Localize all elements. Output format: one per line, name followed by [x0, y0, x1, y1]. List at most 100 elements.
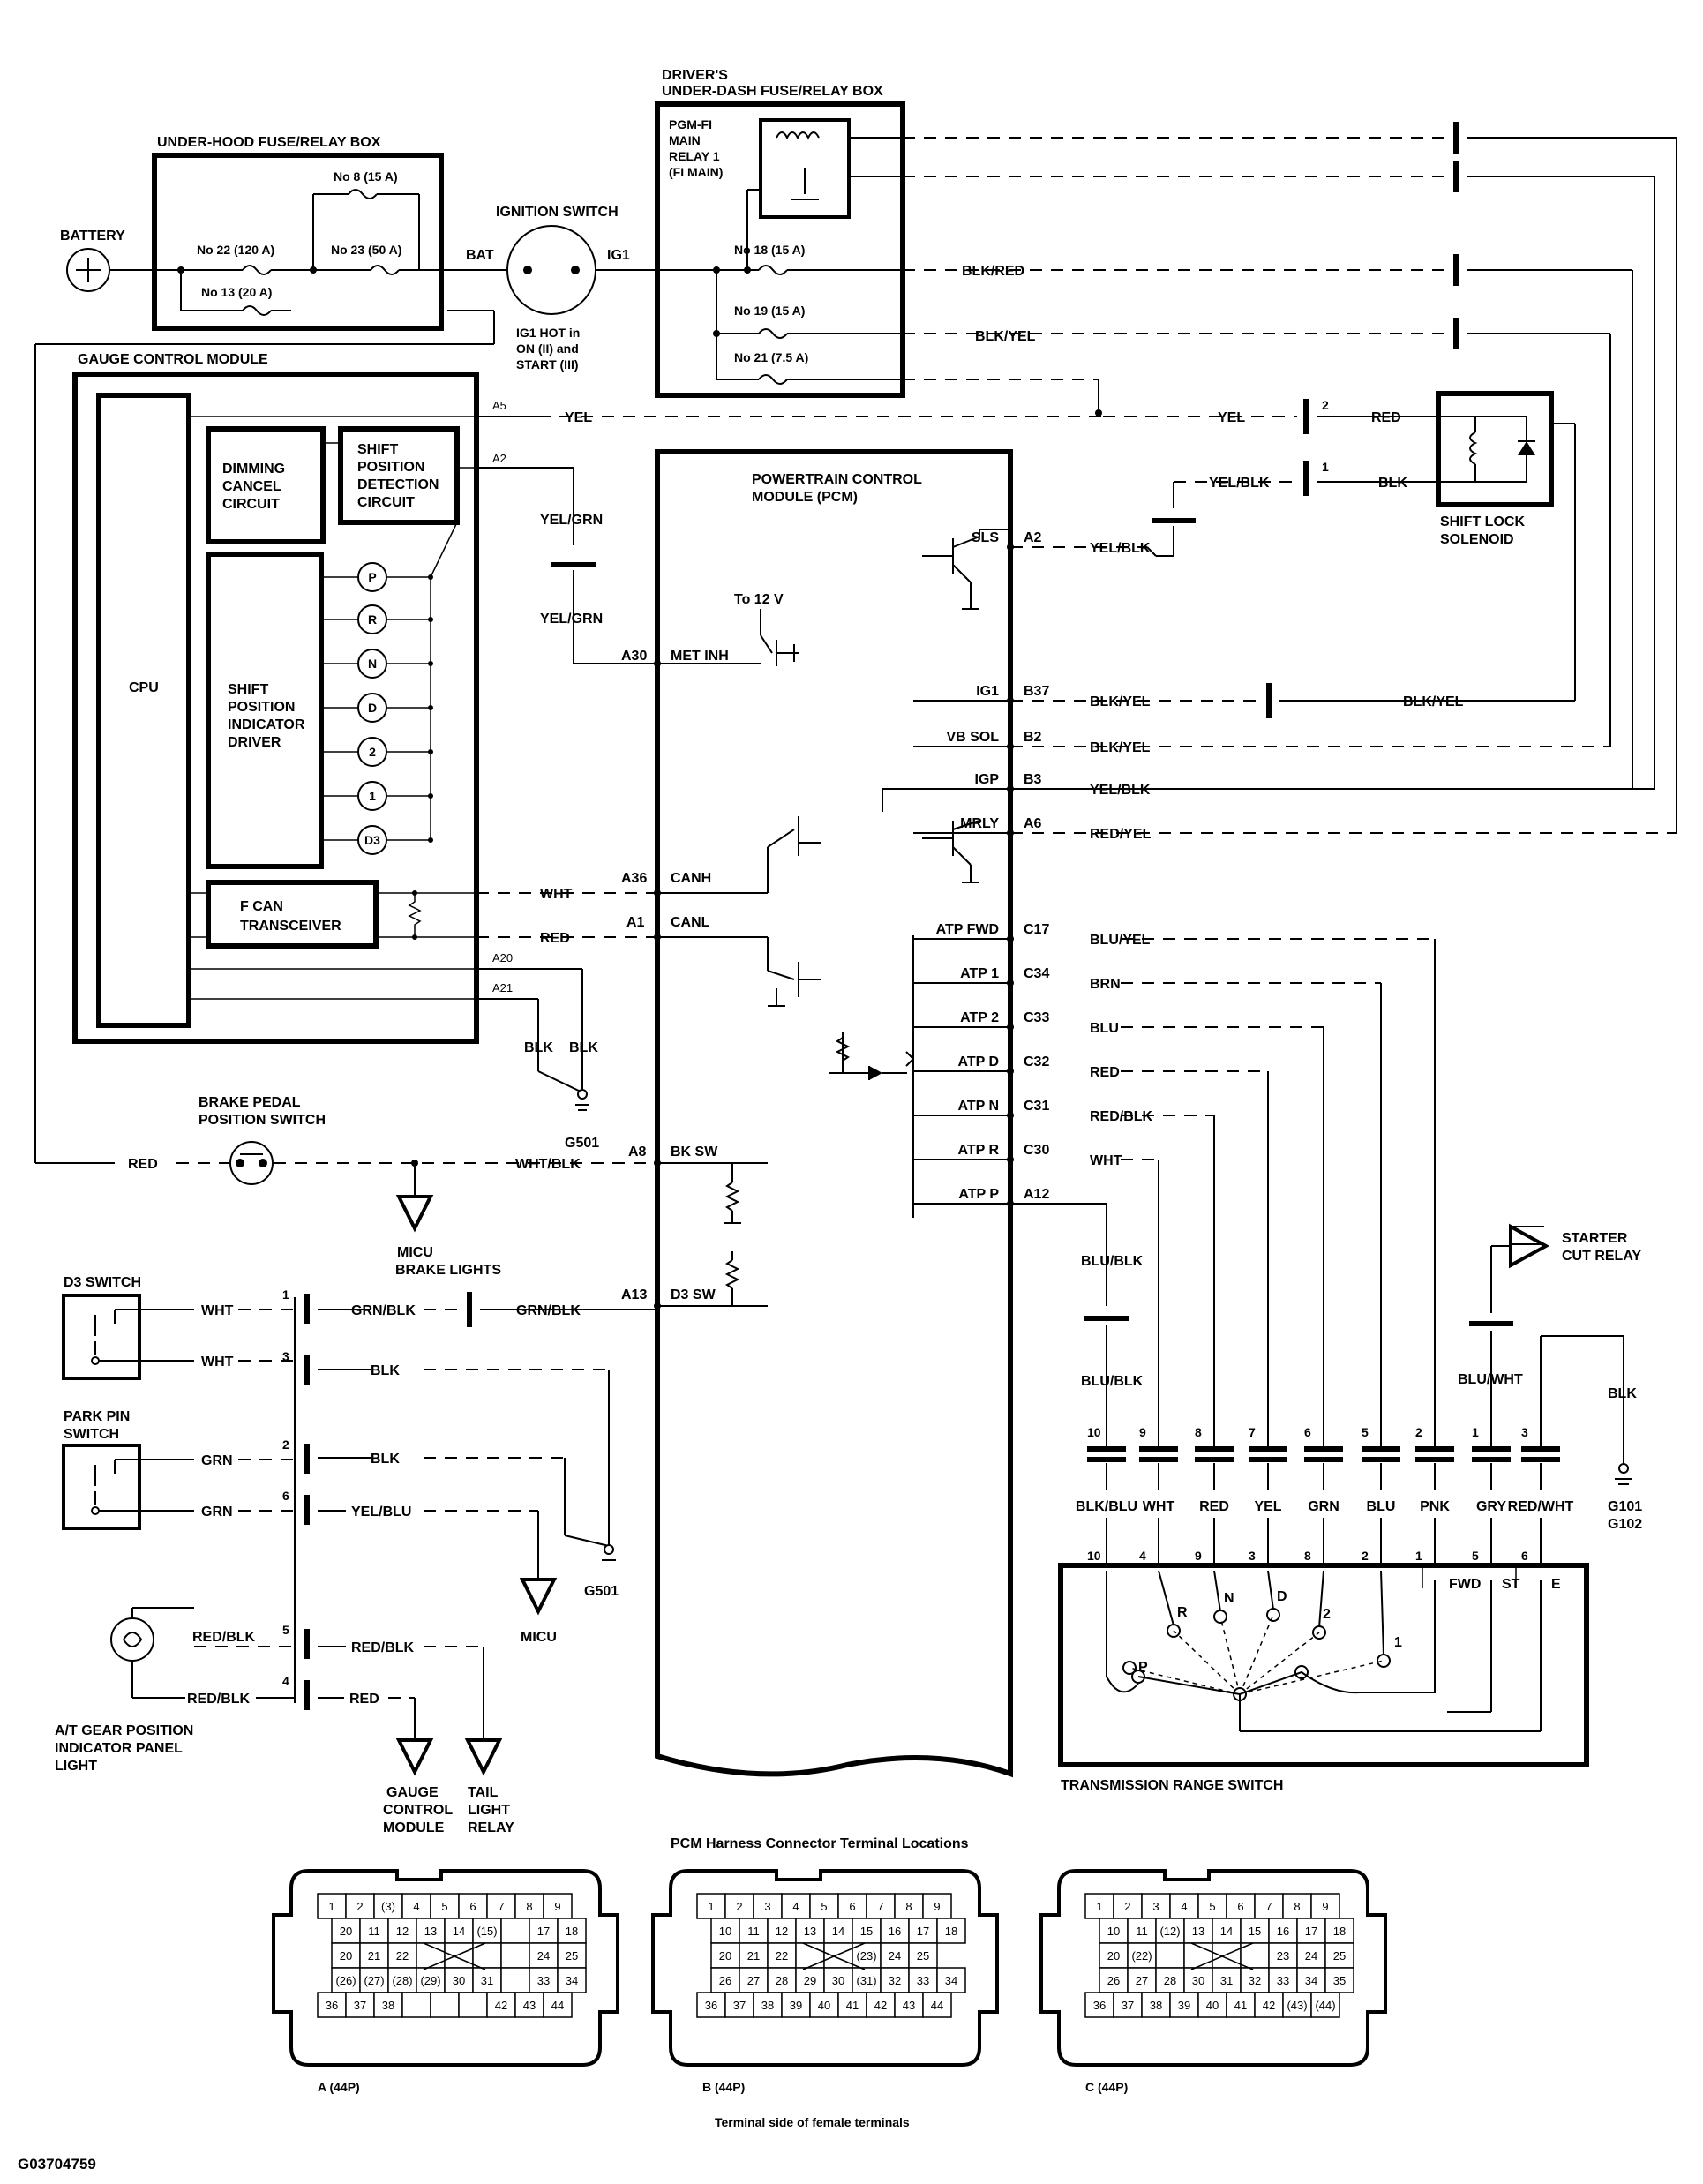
ignition-bat-label: BAT — [466, 248, 494, 263]
terminal-cell: 34 — [945, 1974, 957, 1987]
pcm-pin-c17: C17 — [1024, 922, 1049, 937]
dimming-line3: CIRCUIT — [222, 497, 280, 512]
terminal-cell: 36 — [326, 1999, 338, 2012]
driver-box-label-1: DRIVER'S — [662, 68, 728, 83]
terminal-cell: 41 — [1234, 1999, 1247, 2012]
wire-blk-yel-ig1: BLK/YEL — [1403, 694, 1464, 709]
trs-wire-color: RED — [1199, 1499, 1229, 1514]
terminal-cell: 12 — [776, 1925, 788, 1938]
pcm-module — [655, 449, 1013, 1778]
pcm-pin-a30: A30 — [621, 649, 647, 664]
pcm-pin-c34: C34 — [1024, 966, 1049, 981]
terminal-cell: 29 — [804, 1974, 816, 1987]
pcm-sig-ig1: IG1 — [976, 684, 999, 699]
pcm-pin-a2: A2 — [1024, 530, 1042, 545]
solenoid-coil — [1438, 416, 1535, 483]
terminal-cell: 33 — [537, 1974, 550, 1987]
fuse-13-label: No 13 (20 A) — [201, 285, 272, 299]
trs-wire-color: PNK — [1420, 1499, 1450, 1514]
trs-wire-color: RED/WHT — [1508, 1499, 1574, 1514]
trs-contact-d — [1266, 1608, 1280, 1622]
pcm-pin-a1: A1 — [626, 915, 645, 930]
terminal-cell: 20 — [719, 1949, 731, 1963]
wire-grn-blk-2: GRN/BLK — [516, 1303, 581, 1318]
trs-pin-upper: 5 — [1362, 1425, 1369, 1439]
terminal-cell: 22 — [776, 1949, 788, 1963]
fuse-22-label: No 22 (120 A) — [197, 243, 274, 257]
pcm-sig-atp-n: ATP N — [957, 1099, 999, 1114]
terminal-cell: 14 — [1220, 1925, 1233, 1938]
terminal-cell: 15 — [860, 1925, 873, 1938]
terminal-cell: (44) — [1315, 1999, 1335, 2012]
terminal-cell: 5 — [1209, 1900, 1215, 1913]
fcan-line1: F CAN — [240, 899, 283, 914]
trs-terminal-st: ST — [1502, 1577, 1520, 1592]
wire-red-blk-2: RED/BLK — [351, 1640, 415, 1655]
terminal-cell: 26 — [1107, 1974, 1120, 1987]
dimming-line2: CANCEL — [222, 479, 281, 494]
trs-pin-upper: 9 — [1139, 1425, 1146, 1439]
terminal-cell: 7 — [1265, 1900, 1272, 1913]
terminal-cell: 12 — [396, 1925, 409, 1938]
terminal-cell: 33 — [1277, 1974, 1289, 1987]
terminal-cell: 44 — [551, 1999, 564, 2012]
wire-blk-yel-label: BLK/YEL — [975, 329, 1036, 344]
left-connector-block — [294, 1294, 310, 1710]
harness-caption: Terminal side of female terminals — [715, 2115, 910, 2129]
pcm-wire-c32: RED — [1090, 1065, 1120, 1080]
top-right-bus — [903, 122, 1677, 834]
pcm-sig-canl: CANL — [671, 915, 710, 930]
battery-symbol — [66, 248, 110, 292]
terminal-cell: 34 — [1305, 1974, 1317, 1987]
atp-bus — [829, 935, 914, 1218]
wire-grn-blk: GRN/BLK — [351, 1303, 416, 1318]
wire-wht-d3-1: WHT — [201, 1303, 234, 1318]
terminal-cell: 4 — [792, 1900, 799, 1913]
harness-connector-label: C (44P) — [1085, 2080, 1128, 2094]
terminal-cell: 15 — [1249, 1925, 1261, 1938]
terminal-cell: 1 — [328, 1900, 334, 1913]
pcm-sig-atp-r: ATP R — [957, 1143, 999, 1158]
driver-box-label-2: UNDER-DASH FUSE/RELAY BOX — [662, 84, 883, 99]
pcm-sig-met-inh: MET INH — [671, 649, 729, 664]
pcm-pin-c33: C33 — [1024, 1010, 1049, 1025]
wire-grn-park-1: GRN — [201, 1453, 233, 1468]
pgm-fi-main-relay — [746, 118, 903, 270]
pcm-sig-atp-d: ATP D — [957, 1054, 999, 1069]
terminal-cell: 42 — [495, 1999, 507, 2012]
starter-line2: CUT RELAY — [1562, 1249, 1641, 1264]
wire-yel-shiftlock: YEL — [1218, 410, 1245, 425]
wire-yel-grn-1: YEL/GRN — [540, 513, 603, 528]
micu-label: MICU — [521, 1630, 557, 1645]
indicator-lamp-label: N — [368, 657, 377, 671]
trs-pin-lower: 3 — [1249, 1549, 1256, 1563]
harness-connector-label: A (44P) — [318, 2080, 360, 2094]
at-gear-line3: LIGHT — [55, 1759, 97, 1774]
pcm-sig-atp-1: ATP 1 — [960, 966, 999, 981]
terminal-cell: 13 — [1192, 1925, 1204, 1938]
pcm-wire-b2: BLK/YEL — [1090, 740, 1151, 755]
terminal-cell: 37 — [354, 1999, 366, 2012]
pcm-wire-b3: YEL/BLK — [1090, 783, 1151, 798]
dimming-cancel-circuit — [206, 426, 326, 544]
terminal-cell: 30 — [453, 1974, 465, 1987]
terminal-cell: 43 — [903, 1999, 915, 2012]
tail-line2: LIGHT — [468, 1803, 510, 1818]
indicator-lamp-label: D3 — [364, 833, 380, 847]
wire-red-gcm: RED — [349, 1692, 379, 1707]
park-pin-contacts — [91, 1459, 139, 1515]
terminal-cell: 4 — [413, 1900, 419, 1913]
micu-brake-line2: BRAKE LIGHTS — [395, 1263, 501, 1278]
trs-pin-lower: 1 — [1415, 1549, 1422, 1563]
under-dash-fuse-box — [655, 101, 905, 398]
d3-switch-label: D3 SWITCH — [64, 1275, 141, 1290]
shift-lock-solenoid — [1436, 391, 1554, 507]
terminal-cell: 8 — [526, 1900, 532, 1913]
terminal-cell: 11 — [1136, 1925, 1148, 1938]
terminal-cell: 5 — [821, 1900, 827, 1913]
terminal-cell: 22 — [396, 1949, 409, 1963]
terminal-cell: 3 — [1152, 1900, 1159, 1913]
fuse-8-label: No 8 (15 A) — [334, 169, 398, 184]
